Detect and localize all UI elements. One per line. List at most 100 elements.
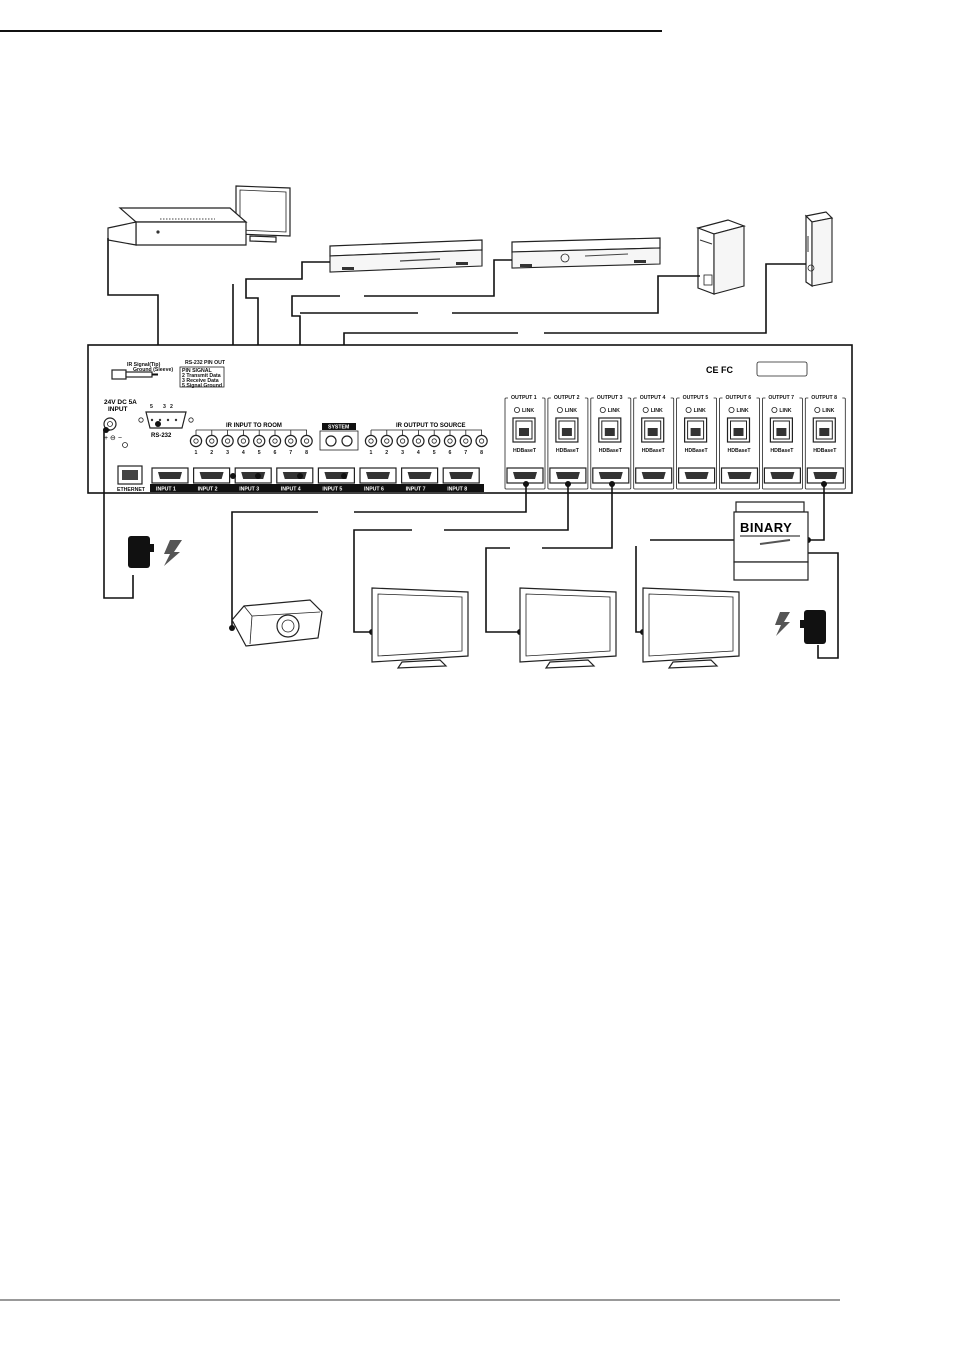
output8-cable [808,486,825,541]
svg-text:24V DC 5A: 24V DC 5A [104,399,137,406]
ir-in-jack-7: 7 [284,430,297,456]
svg-text:OUTPUT 2: OUTPUT 2 [554,395,580,401]
ethernet-port: ETHERNET [117,465,146,493]
svg-text:HDBaseT: HDBaseT [599,448,623,454]
input-label-1: INPUT 1 [156,487,176,493]
svg-text:LINK: LINK [565,408,577,414]
svg-text:LINK: LINK [608,408,620,414]
ir-output-title: IR OUTPUT TO SOURCE [396,423,466,429]
bluray-player-icon [329,239,483,273]
output3-cable-lower [485,547,520,633]
svg-text:LINK: LINK [651,408,663,414]
svg-text:LINK: LINK [737,408,749,414]
svg-text:1: 1 [195,450,198,456]
svg-text:+ ⊖ −: + ⊖ − [104,435,122,442]
receiver-power-adapter-icon [775,610,826,644]
hdmi-input-3 [234,467,272,484]
matrix-switcher-rear-panel: IR Signal(Tip) Ground (Sleeve) RS-232 PI… [87,344,853,494]
svg-text:OUTPUT 3: OUTPUT 3 [597,395,623,401]
ir-out-jack-1: 1 [364,430,378,456]
power-adapter-icon [128,536,182,568]
input-label-5: INPUT 5 [322,487,342,493]
svg-text:2: 2 [385,450,388,456]
hdbaset-output-4: OUTPUT 4 LINK HDBaseT [633,392,675,490]
input-label-6: INPUT 6 [364,487,384,493]
svg-text:Ground (Sleeve): Ground (Sleeve) [133,367,173,373]
hdbaset-receiver-icon: BINARY [733,501,809,581]
svg-text:RS-232: RS-232 [151,433,172,439]
ir-out-jack-5: 5 [428,430,441,456]
ir-in-jack-8: 8 [300,430,313,456]
rs232-pinout-table: RS-232 PIN OUT PIN SIGNAL 2 Transmit Dat… [179,360,226,389]
svg-text:5 Signal Ground: 5 Signal Ground [182,383,222,389]
ir-in-jack-4: 4 [237,430,250,456]
svg-text:2: 2 [170,404,173,410]
hdmi-input-2 [193,467,231,484]
svg-text:3: 3 [163,404,166,410]
svg-text:HDBaseT: HDBaseT [813,448,837,454]
projector-icon [231,599,323,647]
hdbaset-output-6: OUTPUT 6 LINK HDBaseT [719,392,760,490]
svg-text:BINARY: BINARY [740,520,792,535]
ir-in-jack-5: 5 [253,430,266,456]
svg-text:HDBaseT: HDBaseT [556,448,580,454]
ir-out-jack-7: 7 [459,430,472,456]
system-ports: SYSTEM [319,423,359,451]
svg-text:LINK: LINK [522,408,534,414]
svg-text:4: 4 [242,450,245,456]
tv-3-icon [642,587,740,669]
ir-in-jack-1: 1 [189,430,203,456]
svg-text:LINK: LINK [694,408,706,414]
pc-tower-icon [696,219,746,295]
ir-in-jack-6: 6 [268,430,282,456]
hdmi-input-8 [442,467,480,484]
satellite-receiver-icon [511,237,661,269]
svg-text:OUTPUT 5: OUTPUT 5 [683,395,709,401]
hdmi-input-1 [151,467,189,484]
hdmi-input-6 [359,467,397,484]
svg-text:7: 7 [289,450,292,456]
input-label-8: INPUT 8 [447,487,467,493]
pc-hdmi-cable [452,275,700,314]
output1-cable-lower [231,511,318,628]
input-label-7: INPUT 7 [406,487,426,493]
svg-text:3 Receive Data: 3 Receive Data [182,378,219,384]
svg-text:5: 5 [150,404,153,410]
svg-text:HDBaseT: HDBaseT [642,448,666,454]
streamer-hdmi-cable [544,263,806,334]
ir-plug-illustration: IR Signal(Tip) Ground (Sleeve) [111,362,173,380]
input-label-4: INPUT 4 [281,487,301,493]
svg-text:PIN SIGNAL: PIN SIGNAL [182,368,213,374]
ir-out-jack-4: 4 [412,430,425,456]
svg-text:OUTPUT 6: OUTPUT 6 [726,395,752,401]
svg-text:SYSTEM: SYSTEM [328,425,349,431]
ir-in-jack-2: 2 [205,430,218,456]
receiver-power-cable [806,552,839,659]
input-label-2: INPUT 2 [198,487,218,493]
tv-1-icon [371,587,469,669]
ir-out-jack-6: 6 [443,430,457,456]
svg-text:5: 5 [433,450,436,456]
ir-input-title: IR INPUT TO ROOM [226,423,282,429]
ir-in-jack-3: 3 [221,430,234,456]
input-label-bar [150,484,484,492]
hdmi-input-7 [401,467,439,484]
svg-text:7: 7 [464,450,467,456]
svg-text:6: 6 [274,450,277,456]
svg-text:OUTPUT 4: OUTPUT 4 [640,395,666,401]
tv-2-icon [519,587,617,669]
svg-text:HDBaseT: HDBaseT [728,448,752,454]
svg-text:INPUT: INPUT [108,406,128,413]
svg-text:OUTPUT 1: OUTPUT 1 [511,395,537,401]
bluray-hdmi-cable [245,261,330,476]
hdmi-input-5 [317,467,355,484]
svg-text:RS-232 PIN OUT: RS-232 PIN OUT [185,360,226,366]
output2-cable-lower [353,529,412,633]
